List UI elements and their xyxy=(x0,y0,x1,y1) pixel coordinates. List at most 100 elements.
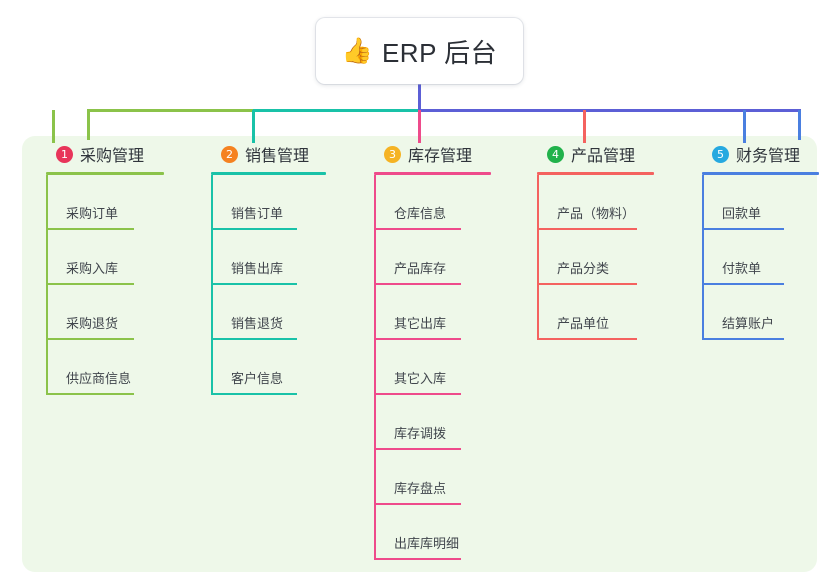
leaf-label: 销售退货 xyxy=(231,316,284,331)
leaf-item[interactable]: 产品库存 xyxy=(374,230,491,285)
leaf-label: 付款单 xyxy=(722,261,762,276)
leaf-item[interactable]: 回款单 xyxy=(702,175,819,230)
branch-header-4[interactable]: 4 产品管理 xyxy=(529,136,654,172)
branch-header-1[interactable]: 1 采购管理 xyxy=(38,136,164,172)
thumbs-up-icon: 👍 xyxy=(341,36,373,65)
leaf-item[interactable]: 库存调拨 xyxy=(374,395,491,450)
leaf-rule xyxy=(537,283,637,285)
leaf-rule xyxy=(46,283,134,285)
leaf-item[interactable]: 付款单 xyxy=(702,230,819,285)
leaf-label: 产品（物料） xyxy=(557,206,636,221)
branch-column-4: 4 产品管理产品（物料） 产品分类产品单位 xyxy=(529,136,654,340)
leaf-item[interactable]: 其它入库 xyxy=(374,340,491,395)
leaf-rule xyxy=(374,503,461,505)
branch-body-4: 产品（物料） 产品分类产品单位 xyxy=(537,175,654,340)
leaf-rule xyxy=(46,393,134,395)
branch-spine-3 xyxy=(374,175,376,560)
leaf-item[interactable]: 销售退货 xyxy=(211,285,326,340)
leaf-rule xyxy=(374,393,461,395)
leaf-rule xyxy=(46,338,134,340)
leaf-item[interactable]: 客户信息 xyxy=(211,340,326,395)
branch-rule-3 xyxy=(374,172,491,175)
leaf-rule xyxy=(374,558,461,560)
branch-rule-2 xyxy=(211,172,326,175)
leaf-item[interactable]: 产品分类 xyxy=(537,230,654,285)
branch-column-2: 2 销售管理销售订单销售出库销售退货客户信息 xyxy=(203,136,326,395)
leaf-item[interactable]: 采购订单 xyxy=(46,175,164,230)
children-panel xyxy=(22,136,817,572)
leaf-label: 其它出库 xyxy=(394,316,447,331)
leaf-label: 产品库存 xyxy=(394,261,447,276)
branch-body-1: 采购订单采购入库采购退货供应商信息 xyxy=(46,175,164,395)
branch-badge-1: 1 xyxy=(56,145,73,163)
root-title: ERP 后台 xyxy=(381,37,498,68)
leaf-label: 客户信息 xyxy=(231,371,284,386)
branch-badge-3: 3 xyxy=(384,145,401,163)
branch-column-1: 1 采购管理采购订单采购入库采购退货供应商信息 xyxy=(38,136,164,395)
leaf-rule xyxy=(374,228,461,230)
leaf-label: 供应商信息 xyxy=(66,371,132,386)
branch-rule-1 xyxy=(46,172,164,175)
leaf-label: 销售出库 xyxy=(231,261,284,276)
leaf-rule xyxy=(46,228,134,230)
branch-header-3[interactable]: 3 库存管理 xyxy=(366,136,491,172)
leaf-rule xyxy=(702,228,784,230)
leaf-item[interactable]: 销售出库 xyxy=(211,230,326,285)
branch-body-5: 回款单付款单结算账户 xyxy=(702,175,819,340)
branch-columns: 1 采购管理采购订单采购入库采购退货供应商信息 2 销售管理销售订单销售出库销售退货客… xyxy=(22,136,819,572)
branch-badge-4: 4 xyxy=(547,145,564,163)
leaf-label: 出库库明细 xyxy=(394,536,460,551)
branch-title-3: 库存管理 xyxy=(408,148,473,165)
leaf-rule xyxy=(374,448,461,450)
leaf-label: 结算账户 xyxy=(722,316,775,331)
branch-rule-5 xyxy=(702,172,819,175)
leaf-label: 产品单位 xyxy=(557,316,610,331)
leaf-rule xyxy=(211,338,297,340)
branch-rule-4 xyxy=(537,172,654,175)
leaf-label: 采购入库 xyxy=(66,261,119,276)
leaf-item[interactable]: 供应商信息 xyxy=(46,340,164,395)
branch-body-2: 销售订单销售出库销售退货客户信息 xyxy=(211,175,326,395)
branch-title-1: 采购管理 xyxy=(80,148,145,165)
leaf-rule xyxy=(374,283,461,285)
branch-spine-2 xyxy=(211,175,213,395)
leaf-label: 回款单 xyxy=(722,206,762,221)
branch-badge-2: 2 xyxy=(221,145,238,163)
leaf-label: 采购退货 xyxy=(66,316,119,331)
leaf-item[interactable]: 仓库信息 xyxy=(374,175,491,230)
leaf-item[interactable]: 采购退货 xyxy=(46,285,164,340)
leaf-rule xyxy=(211,283,297,285)
leaf-rule xyxy=(211,228,297,230)
leaf-label: 销售订单 xyxy=(231,206,284,221)
leaf-item[interactable]: 销售订单 xyxy=(211,175,326,230)
leaf-item[interactable]: 产品单位 xyxy=(537,285,654,340)
leaf-rule xyxy=(211,393,297,395)
root-node[interactable]: 👍 ERP 后台 xyxy=(316,18,523,84)
leaf-label: 采购订单 xyxy=(66,206,119,221)
branch-title-5: 财务管理 xyxy=(736,148,801,165)
leaf-rule xyxy=(702,338,784,340)
leaf-item[interactable]: 其它出库 xyxy=(374,285,491,340)
branch-body-3: 仓库信息产品库存其它出库其它入库库存调拨库存盘点出库库明细 xyxy=(374,175,491,560)
branch-spine-5 xyxy=(702,175,704,340)
branch-title-4: 产品管理 xyxy=(571,148,636,165)
leaf-label: 库存盘点 xyxy=(394,481,447,496)
leaf-rule xyxy=(702,283,784,285)
branch-header-2[interactable]: 2 销售管理 xyxy=(203,136,326,172)
branch-spine-4 xyxy=(537,175,539,340)
branch-column-3: 3 库存管理仓库信息产品库存其它出库其它入库库存调拨库存盘点出库库明细 xyxy=(366,136,491,560)
branch-spine-1 xyxy=(46,175,48,395)
leaf-label: 仓库信息 xyxy=(394,206,447,221)
leaf-label: 其它入库 xyxy=(394,371,447,386)
leaf-rule xyxy=(537,338,637,340)
leaf-item[interactable]: 结算账户 xyxy=(702,285,819,340)
leaf-label: 产品分类 xyxy=(557,261,610,276)
leaf-item[interactable]: 产品（物料） xyxy=(537,175,654,230)
leaf-item[interactable]: 采购入库 xyxy=(46,230,164,285)
leaf-item[interactable]: 库存盘点 xyxy=(374,450,491,505)
branch-title-2: 销售管理 xyxy=(245,148,310,165)
leaf-item[interactable]: 出库库明细 xyxy=(374,505,491,560)
